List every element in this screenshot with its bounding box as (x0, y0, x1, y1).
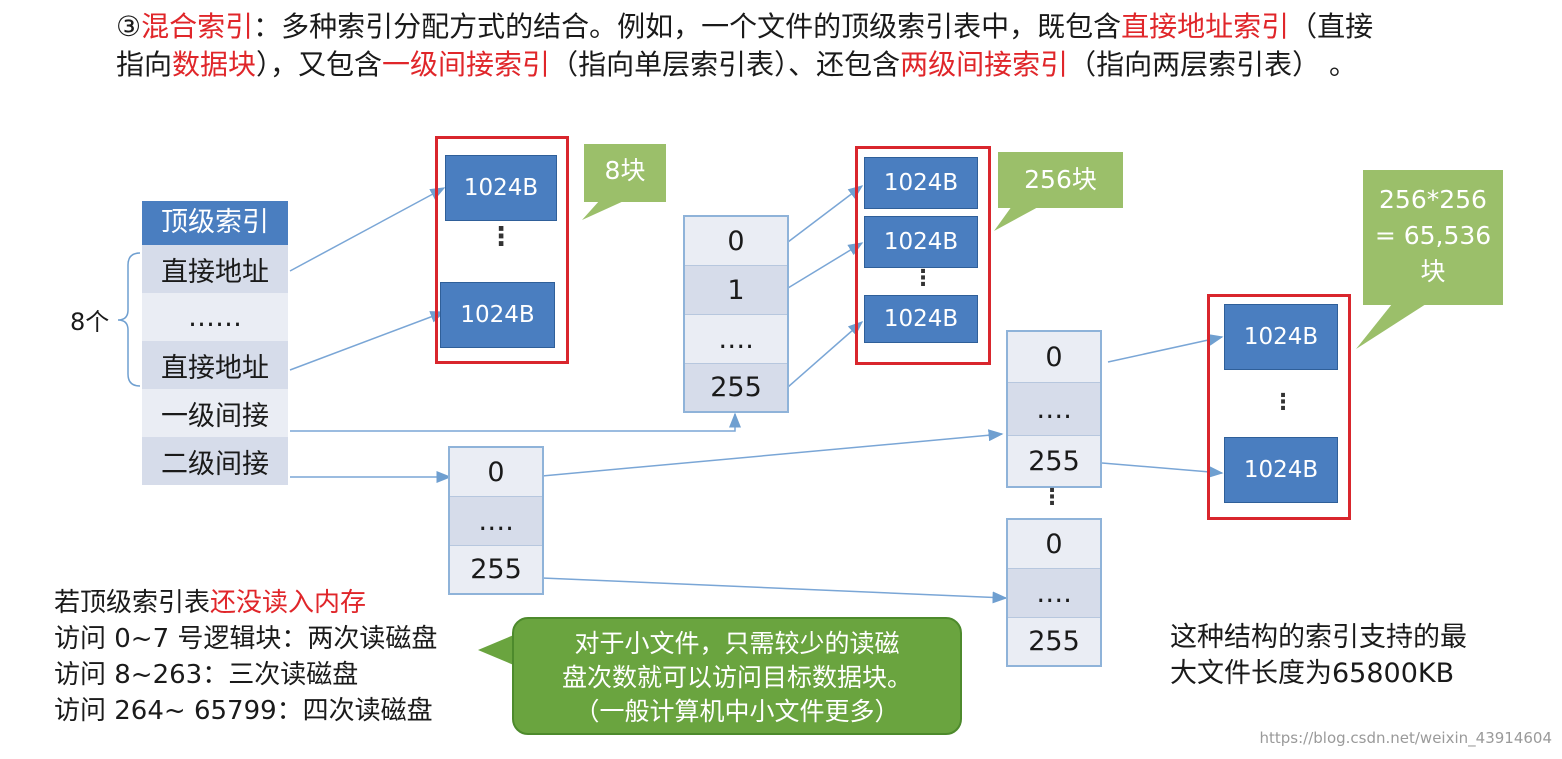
top-index-row-ellipsis: …… (142, 293, 288, 341)
max-file-size-conclusion: 这种结构的索引支持的最 大文件长度为65800KB (1170, 620, 1467, 692)
arrow-direct-2 (289, 311, 446, 371)
single-indirect-index-table: 0 1 …. 255 (683, 215, 789, 413)
vertical-dots: ⋮ (1041, 485, 1063, 510)
term-double-indirect: 两级间接索引 (900, 48, 1069, 81)
term-data-block: 数据块 (172, 48, 257, 81)
note-line-4: 访问 264~ 65799：四次读磁盘 (54, 696, 433, 726)
conclusion-line: 大文件长度为65800KB (1170, 658, 1455, 689)
data-block: 1024B (440, 282, 555, 348)
term-mixed-index: 混合索引 (141, 10, 254, 43)
callout-line: = 65,536 (1374, 221, 1492, 250)
top-index-row-double-indirect: 二级间接 (142, 437, 288, 485)
top-index-row-direct-first: 直接地址 (142, 245, 288, 293)
arrow-single-255 (787, 321, 864, 388)
intro-text: （指向单层索引表）、还包含 (550, 48, 901, 81)
tip-line: （一般计算机中小文件更多） (574, 697, 900, 726)
disk-read-notes: 若顶级索引表还没读入内存 访问 0~7 号逻辑块：两次读磁盘 访问 8~263：… (54, 585, 437, 729)
note-line-2: 访问 0~7 号逻辑块：两次读磁盘 (54, 624, 438, 654)
intro-text: （直接 (1289, 10, 1374, 43)
index-entry-ellipsis: …. (450, 497, 542, 546)
tip-bubble-tail (478, 634, 516, 666)
index-entry-0: 0 (1008, 520, 1100, 569)
arrow-double-255 (541, 577, 1008, 604)
brace-8-entries (117, 252, 141, 387)
arrow-second-255 (1101, 462, 1224, 478)
callout-256-blocks: 256块 (998, 152, 1123, 208)
top-index-row-direct-last: 直接地址 (142, 341, 288, 389)
intro-paragraph: ③混合索引：多种索引分配方式的结合。例如，一个文件的顶级索引表中，既包含直接地址… (116, 8, 1516, 84)
index-entry-255: 255 (1028, 445, 1080, 477)
data-block: 1024B (1224, 304, 1338, 370)
index-entry-0: 0 (450, 448, 542, 497)
single-indirect-blocks-group (855, 146, 991, 365)
callout-tail-8 (582, 200, 626, 220)
intro-line-2: 指向数据块），又包含一级间接索引（指向单层索引表）、还包含两级间接索引（指向两层… (116, 46, 1516, 84)
item-number: ③ (116, 10, 142, 43)
callout-65536-blocks: 256*256 = 65,536 块 (1363, 170, 1503, 305)
arrow-double-0 (541, 429, 1004, 477)
callout-line: 块 (1420, 257, 1446, 286)
vertical-dots: ⋮ (1272, 390, 1294, 415)
intro-text: （指向两层索引表） 。 (1068, 48, 1357, 81)
double-indirect-second-table-a: 0 …. 255 (1006, 330, 1102, 488)
vertical-dots: ⋮ (912, 266, 934, 291)
data-block: 1024B (864, 295, 978, 343)
arrow-second-0 (1107, 334, 1224, 363)
vertical-dots: ⋮ (488, 222, 514, 252)
index-entry-255: 255 (685, 364, 787, 411)
intro-text: 指向 (116, 48, 173, 81)
note-text: 若顶级索引表 (54, 588, 211, 618)
callout-line: 256*256 (1379, 185, 1487, 214)
watermark-url: https://blog.csdn.net/weixin_43914604 (1259, 729, 1552, 747)
index-entry-255: 255 (470, 554, 522, 585)
data-block: 1024B (864, 216, 978, 268)
intro-line-1: ③混合索引：多种索引分配方式的结合。例如，一个文件的顶级索引表中，既包含直接地址… (116, 8, 1516, 46)
index-entry-0: 0 (1008, 332, 1100, 383)
arrow-single-1 (787, 242, 864, 289)
intro-text: ），又包含 (256, 48, 383, 81)
double-indirect-first-table: 0 …. 255 (448, 446, 544, 595)
callout-tail-256 (994, 206, 1040, 231)
direct-blocks-group (435, 136, 569, 364)
top-index-header: 顶级索引 (142, 201, 288, 245)
note-highlight: 还没读入内存 (210, 588, 367, 618)
index-entry-1: 1 (685, 266, 787, 315)
callout-8-blocks: 8块 (584, 144, 666, 202)
data-block: 1024B (864, 157, 978, 209)
tip-line: 盘次数就可以访问目标数据块。 (561, 663, 912, 692)
note-line-1: 若顶级索引表还没读入内存 (54, 585, 437, 621)
note-line-3: 访问 8~263：三次读磁盘 (54, 660, 359, 690)
conclusion-line: 这种结构的索引支持的最 (1170, 622, 1467, 653)
index-entry-ellipsis: …. (1008, 383, 1100, 436)
small-file-tip-bubble: 对于小文件，只需较少的读磁 盘次数就可以访问目标数据块。 （一般计算机中小文件更… (512, 617, 962, 735)
term-direct-index: 直接地址索引 (1121, 10, 1290, 43)
index-entry-0: 0 (685, 217, 787, 266)
brace-label-8: 8个 (70, 308, 110, 336)
index-entry-255: 255 (1028, 626, 1080, 657)
index-entry-ellipsis: …. (685, 315, 787, 364)
top-index-row-single-indirect: 一级间接 (142, 389, 288, 437)
tip-line: 对于小文件，只需较少的读磁 (574, 629, 900, 658)
data-block: 1024B (445, 155, 557, 221)
term-single-indirect: 一级间接索引 (382, 48, 551, 81)
top-level-index-table: 顶级索引 直接地址 …… 直接地址 一级间接 二级间接 (142, 201, 288, 485)
double-indirect-second-table-b: 0 …. 255 (1006, 518, 1102, 667)
double-indirect-blocks-group (1207, 294, 1351, 520)
arrow-direct-1 (289, 187, 446, 272)
data-block: 1024B (1224, 437, 1338, 503)
index-entry-ellipsis: …. (1008, 569, 1100, 618)
callout-tail-65536 (1356, 304, 1426, 349)
arrow-single-indirect (290, 412, 741, 432)
intro-text: ：多种索引分配方式的结合。例如，一个文件的顶级索引表中，既包含 (253, 10, 1122, 43)
arrow-single-0 (787, 185, 864, 243)
